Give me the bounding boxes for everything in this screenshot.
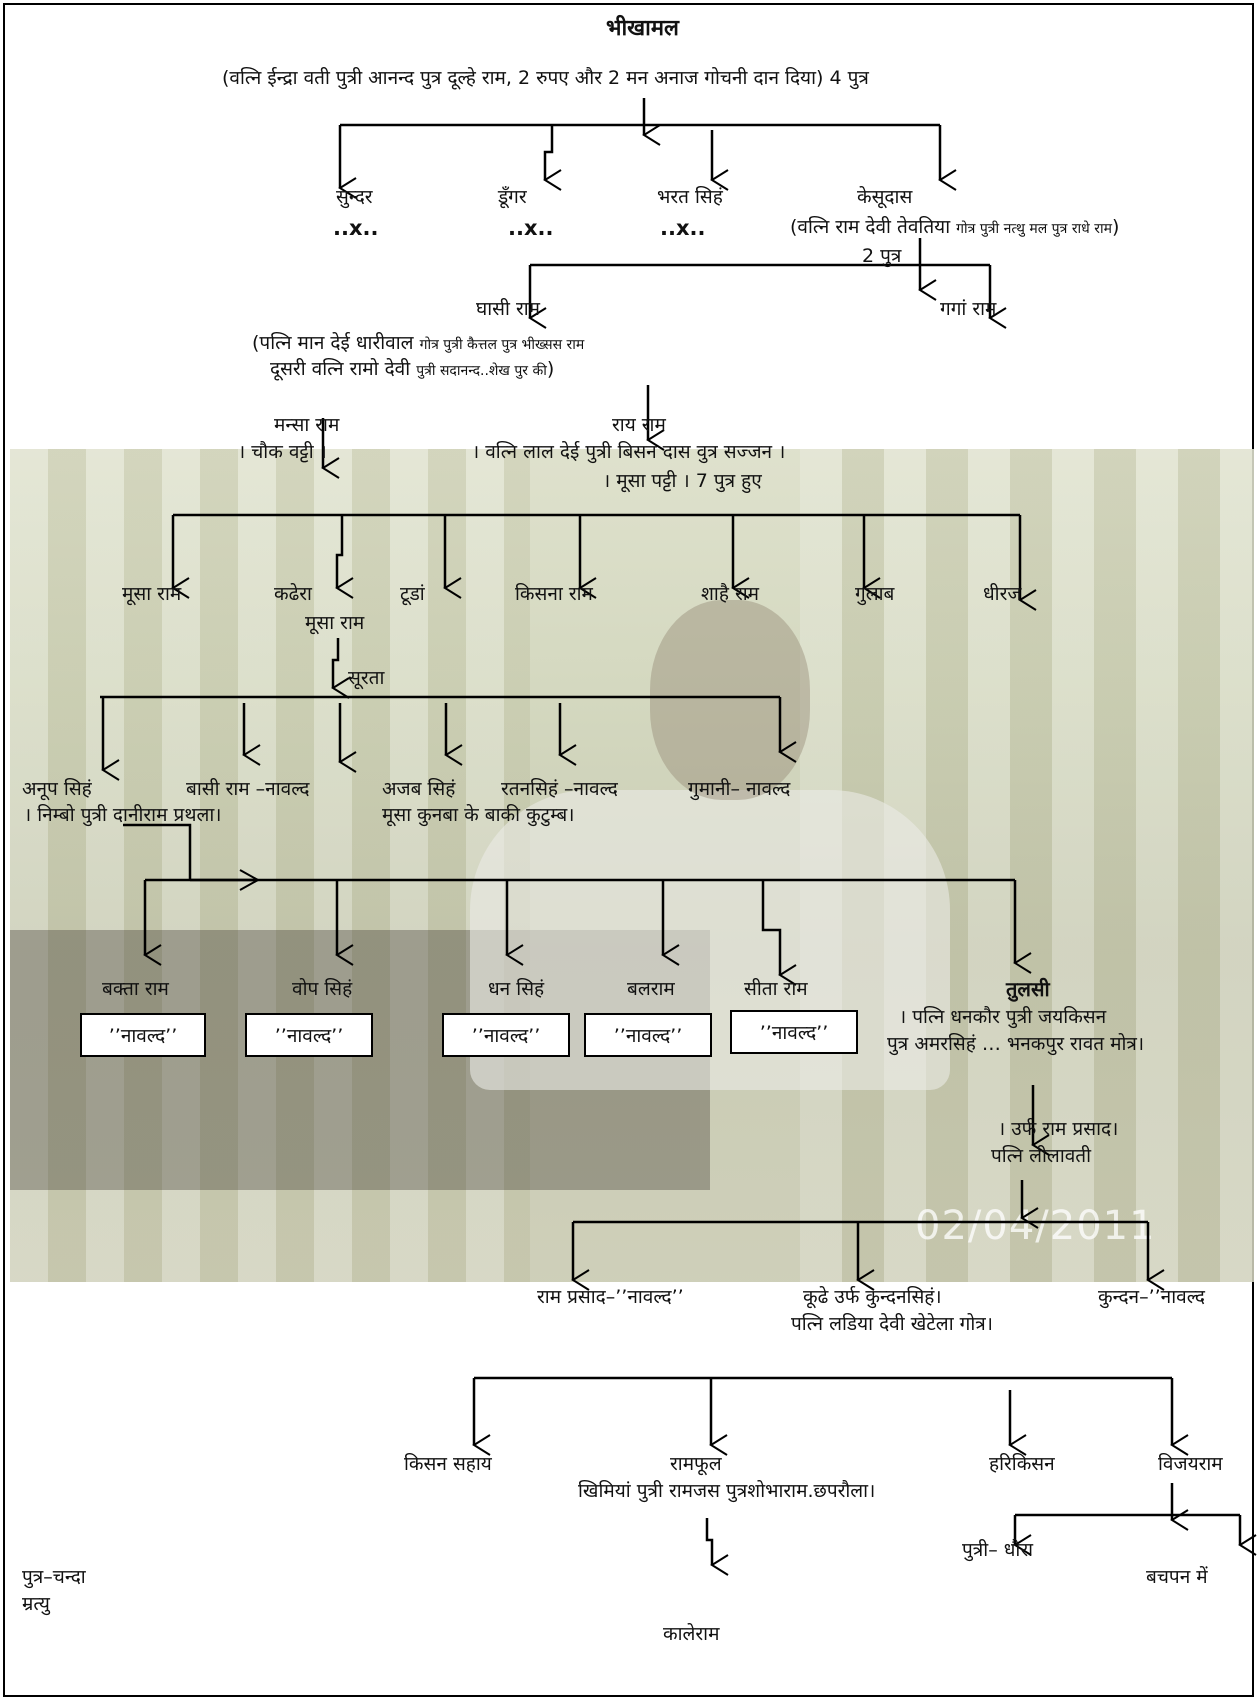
- tulsi-note-2: पुत्र अमरसिहं … भनकपुर रावत मोत्र।: [887, 1033, 1145, 1055]
- person-musa: मूसा राम: [122, 583, 182, 605]
- root-name: भीखामल: [606, 16, 679, 41]
- person-tuda: टूडां: [400, 583, 425, 605]
- person-ramphool: रामफूल: [670, 1453, 722, 1475]
- son-chanda: पुत्र–चन्दा: [22, 1566, 86, 1588]
- son-chanda-death: म्रत्यु: [22, 1593, 50, 1615]
- nawald-box-sita: ’’नावल्द’’: [730, 1010, 858, 1054]
- person-ramprasad: राम प्रसाद–’’नावल्द’’: [537, 1286, 684, 1308]
- ghasi-wife: (पत्नि मान देई धारीवाल: [252, 332, 414, 354]
- person-dhan: धन सिहं: [488, 978, 545, 1000]
- person-basi: बासी राम –नावल्द: [186, 778, 310, 800]
- person-anup: अनूप सिहं: [22, 778, 92, 800]
- nawald-box-bakta: ’’नावल्द’’: [80, 1013, 206, 1057]
- person-harikisan: हरिकिसन: [989, 1453, 1055, 1475]
- link-anup: [123, 823, 192, 880]
- person-sita: सीता राम: [744, 978, 808, 1000]
- person-ratan: रतनसिहं –नावल्द: [501, 778, 618, 800]
- arrow-kadhera: [335, 515, 354, 599]
- root-note: (वत्नि ईन्द्रा वती पुत्री आनन्द पुत्र दू…: [222, 67, 869, 89]
- anup-note: । निम्बो पुत्री दानीराम प्रथला।: [24, 804, 222, 826]
- ray-note-2: । मूसा पट्टी । 7 पुत्र हुए: [603, 470, 762, 492]
- nawald-box-vop: ’’नावल्द’’: [245, 1013, 373, 1057]
- person-vop: वोप सिहं: [292, 978, 353, 1000]
- arrow-kaleram: [705, 1518, 729, 1576]
- kesudas-wife-detail: गोत्र पुत्री नत्थु मल पुत्र राधे राम: [956, 221, 1112, 237]
- bracket: ): [1111, 216, 1120, 238]
- kesudas-sons-count: 2 पुत्र: [862, 245, 902, 267]
- ghasi-second-wife: दूसरी वत्नि रामो देवी: [270, 358, 411, 380]
- mansa-note: । चौक वट्टी ।: [238, 441, 327, 463]
- person-shah: शाहै राम: [701, 583, 760, 605]
- person-tulsi: तुलसी: [1006, 977, 1050, 1001]
- person-dungar: डूँगर: [498, 186, 527, 208]
- ghasi-note-2: दूसरी वत्नि रामो देवी पुत्री सदानन्द..शे…: [270, 357, 554, 383]
- person-ray: राय राम: [612, 414, 666, 436]
- person-dhiraj: धीरज: [983, 583, 1022, 605]
- person-kundan: कुन्दन–’’नावल्द: [1098, 1286, 1205, 1308]
- person-kadhera: कढेरा: [274, 583, 312, 605]
- ghasi-second-wife-detail: पुत्री सदानन्द..शेख पुर की: [416, 363, 547, 379]
- kesudas-note: (वत्नि राम देवी तेवतिया गोत्र पुत्री नत्…: [790, 215, 1119, 241]
- person-mansa: मन्सा राम: [274, 414, 340, 436]
- ramphool-wife: खिमियां पुत्री रामजस पुत्रशोभाराम.छपरौला…: [578, 1480, 876, 1502]
- arrow-surta: [331, 638, 350, 699]
- person-ghasi: घासी राम: [476, 298, 541, 320]
- person-kaleram: कालेराम: [663, 1623, 720, 1645]
- nawald-box-dhan: ’’नावल्द’’: [442, 1013, 570, 1057]
- no-issue-mark: ..x..: [333, 216, 379, 240]
- arrow-dungar: [543, 125, 562, 191]
- tulsi-son-wife: पत्नि लीलावती: [991, 1145, 1092, 1167]
- kesudas-wife: (वत्नि राम देवी तेवतिया: [790, 216, 951, 238]
- kadhera-alias: मूसा राम: [305, 612, 365, 634]
- person-bakta: बक्ता राम: [102, 978, 169, 1000]
- photo-person-head: [650, 600, 810, 800]
- kudhe-wife: पत्नि लडिया देवी खेटेला गोत्र।: [791, 1313, 993, 1335]
- person-dhaura: पुत्री– धौरा: [962, 1539, 1034, 1561]
- person-kesudas: केसूदास: [857, 186, 913, 208]
- nawald-box-balram: ’’नावल्द’’: [584, 1013, 712, 1057]
- person-ganga: गगां राम: [940, 298, 997, 320]
- person-surta: सूरता: [348, 667, 385, 689]
- ray-note-1: । वत्नि लाल देई पुत्री बिसन दास वुत्र सज…: [472, 441, 786, 463]
- person-gulab: गुलाब: [855, 583, 895, 605]
- person-ajab: अजब सिहं: [382, 778, 456, 800]
- no-issue-mark: ..x..: [660, 216, 706, 240]
- bracket: ): [546, 358, 555, 380]
- person-bharat: भरत सिहं: [657, 186, 723, 208]
- person-kudhe: कूढे उर्फ कुन्दनसिहं।: [803, 1286, 942, 1308]
- person-gumani: गुमानी– नावल्द: [688, 778, 791, 800]
- person-vijay: विजयराम: [1158, 1453, 1223, 1475]
- ghasi-note-1: (पत्नि मान देई धारीवाल गोत्र पुत्री कैत्…: [252, 331, 584, 357]
- person-sundar: सुन्दर: [336, 186, 373, 208]
- no-issue-mark: ..x..: [508, 216, 554, 240]
- arrow-sita: [761, 880, 797, 986]
- tulsi-alias: । उर्फ राम प्रसाद।: [998, 1118, 1119, 1140]
- tulsi-note-1: । पत्नि धनकौर पुत्री जयकिसन: [899, 1006, 1107, 1028]
- ghasi-wife-detail: गोत्र पुत्री कैत्तल पुत्र भीख्सस राम: [419, 337, 585, 353]
- child-died-note: बचपन में: [1146, 1566, 1208, 1588]
- musa-kunba-note: मूसा कुनबा के बाकी कुटुम्ब।: [382, 804, 575, 826]
- person-kisna: किसना राम: [515, 583, 593, 605]
- person-kisan: किसन सहाय: [404, 1453, 492, 1475]
- person-balram: बलराम: [627, 978, 675, 1000]
